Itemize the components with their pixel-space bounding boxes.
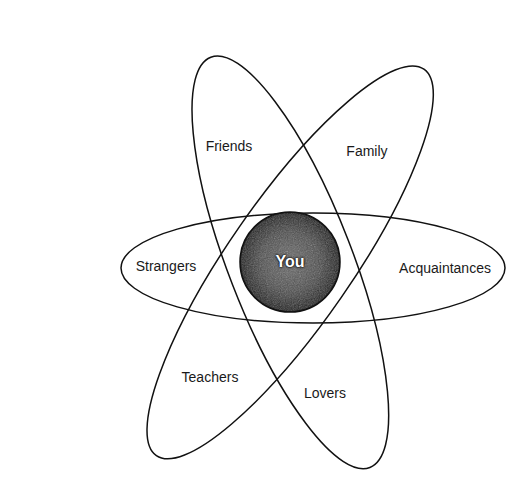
label-anchor: Lovers	[304, 385, 346, 401]
relation-label: Friends	[206, 138, 253, 154]
label-anchor: Acquaintances	[399, 260, 491, 276]
label-anchor: Strangers	[136, 258, 197, 274]
label-anchor: You	[275, 253, 304, 271]
relation-label: Teachers	[182, 369, 239, 385]
label-anchor: Teachers	[182, 369, 239, 385]
relation-label: Strangers	[136, 258, 197, 274]
center-circle: You	[237, 209, 343, 315]
label-anchor: Family	[346, 143, 387, 159]
center-label: You	[275, 253, 304, 271]
relation-label: Family	[346, 143, 387, 159]
relation-label: Lovers	[304, 385, 346, 401]
label-anchor: Friends	[206, 138, 253, 154]
relation-label: Acquaintances	[399, 260, 491, 276]
